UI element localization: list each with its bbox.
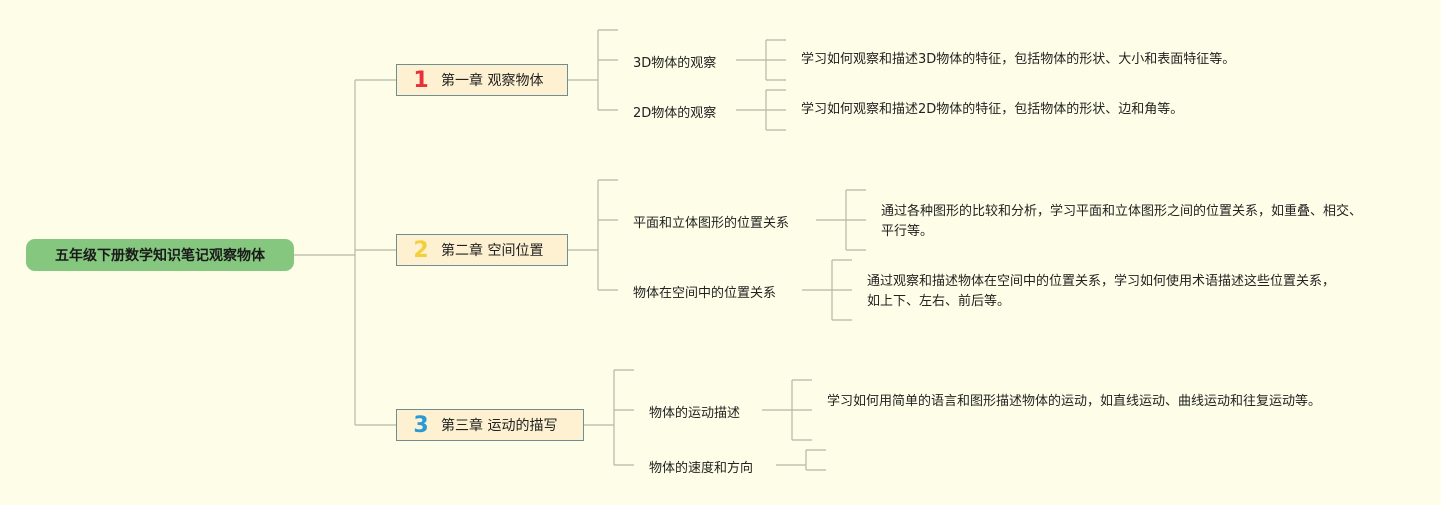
chapter-3-node[interactable]: 3 第三章 运动的描写 [396, 409, 584, 441]
topic-motion-description-desc: 学习如何用简单的语言和图形描述物体的运动，如直线运动、曲线运动和往复运动等。 [827, 394, 1322, 409]
number-3-icon: 3 [413, 412, 429, 438]
topic-space-position-desc: 通过观察和描述物体在空间中的位置关系，学习如何使用术语描述这些位置关系，如上下、… [867, 274, 1336, 309]
root-node[interactable]: 五年级下册数学知识笔记观察物体 [26, 239, 294, 271]
topic-motion-description[interactable]: 物体的运动描述 [649, 406, 741, 421]
chapter-2-title: 第二章 空间位置 [441, 243, 544, 259]
topic-speed-direction[interactable]: 物体的速度和方向 [649, 461, 754, 476]
topic-3d-observation[interactable]: 3D物体的观察 [633, 56, 717, 71]
topic-3d-observation-desc: 学习如何观察和描述3D物体的特征，包括物体的形状、大小和表面特征等。 [801, 52, 1236, 67]
topic-plane-solid-relation-desc: 通过各种图形的比较和分析，学习平面和立体图形之间的位置关系，如重叠、相交、平行等… [881, 204, 1363, 239]
number-1-icon: 1 [413, 67, 429, 93]
topic-2d-observation-desc: 学习如何观察和描述2D物体的特征，包括物体的形状、边和角等。 [801, 102, 1184, 117]
topic-2d-observation[interactable]: 2D物体的观察 [633, 106, 717, 121]
chapter-3-title: 第三章 运动的描写 [441, 418, 558, 434]
root-title: 五年级下册数学知识笔记观察物体 [55, 248, 265, 264]
chapter-1-node[interactable]: 1 第一章 观察物体 [396, 64, 568, 96]
topic-plane-solid-relation[interactable]: 平面和立体图形的位置关系 [633, 216, 790, 231]
number-2-icon: 2 [413, 237, 429, 263]
topic-space-position[interactable]: 物体在空间中的位置关系 [633, 286, 777, 301]
chapter-2-node[interactable]: 2 第二章 空间位置 [396, 234, 568, 266]
chapter-1-title: 第一章 观察物体 [441, 73, 544, 89]
